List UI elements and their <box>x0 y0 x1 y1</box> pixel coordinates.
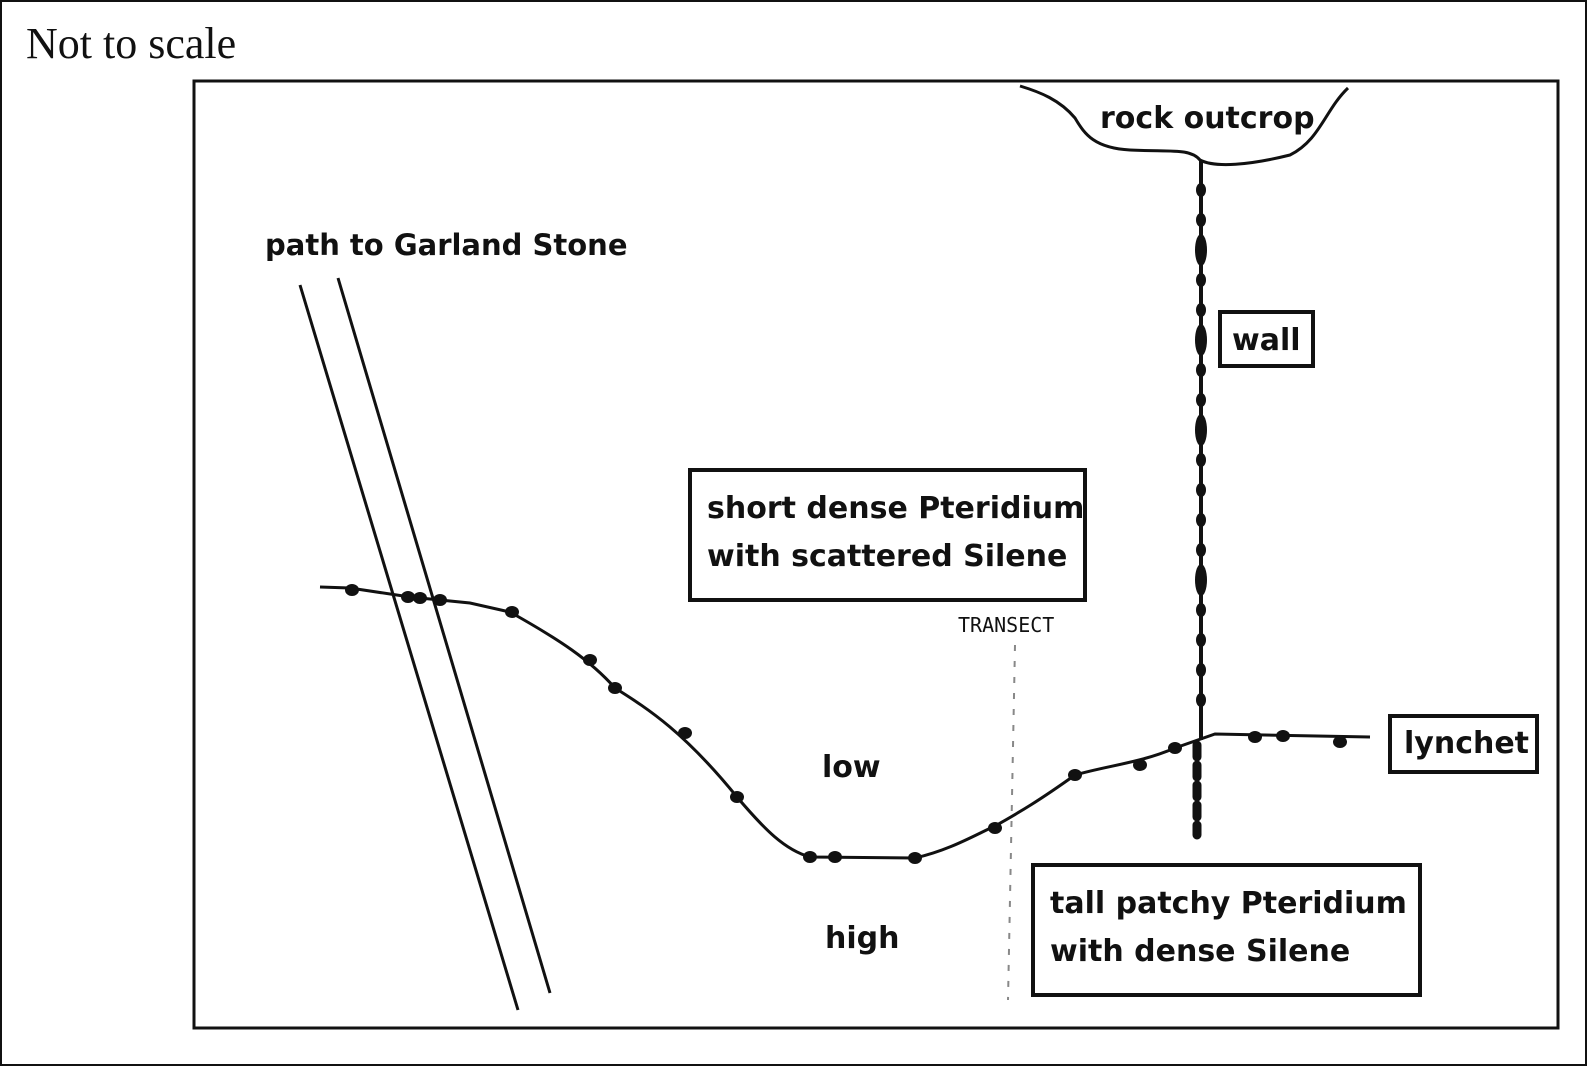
lynchet-marker <box>1168 742 1182 754</box>
lynchet-marker <box>401 591 415 603</box>
wall-stone <box>1195 414 1207 446</box>
lower-zone-box <box>1031 863 1422 997</box>
wall-stone <box>1196 663 1206 677</box>
wall-stone <box>1195 564 1207 596</box>
lynchet-marker <box>1248 731 1262 743</box>
lynchet-marker <box>803 851 817 863</box>
wall-label: wall <box>1232 323 1301 358</box>
wall-stone <box>1196 513 1206 527</box>
high-side-label: high <box>825 921 899 956</box>
map-frame <box>192 79 1560 1030</box>
lynchet-markers <box>345 584 1347 864</box>
wall-stone <box>1196 633 1206 647</box>
wall-stone <box>1196 303 1206 317</box>
wall-stone <box>1196 273 1206 287</box>
upper-zone-line-2: with scattered Silene <box>707 539 1067 574</box>
rock-outcrop-label: rock outcrop <box>1100 101 1315 136</box>
wall-stone <box>1196 213 1206 227</box>
upper-zone-box <box>688 468 1087 602</box>
lynchet-marker <box>608 682 622 694</box>
wall-stones <box>1195 183 1207 707</box>
rock-outcrop-outline <box>1019 84 1350 167</box>
lower-zone-line-1: tall patchy Pteridium <box>1050 886 1407 921</box>
lynchet-marker <box>678 727 692 739</box>
lynchet-label: lynchet <box>1404 726 1529 761</box>
lower-zone-line-2: with dense Silene <box>1050 934 1350 969</box>
wall-stone <box>1196 693 1206 707</box>
lynchet-marker <box>583 654 597 666</box>
transect-label: TRANSECT <box>958 613 1054 637</box>
wall-stone <box>1196 483 1206 497</box>
wall-stone <box>1196 363 1206 377</box>
path-edge-right <box>336 277 552 994</box>
scale-note: Not to scale <box>26 19 236 68</box>
lynchet-marker <box>413 592 427 604</box>
lynchet-marker <box>828 851 842 863</box>
transect-line <box>1007 644 1016 1001</box>
lynchet-marker <box>908 852 922 864</box>
wall-stone <box>1196 543 1206 557</box>
lynchet-marker <box>1068 769 1082 781</box>
lynchet-marker <box>1276 730 1290 742</box>
wall-label-box <box>1218 310 1315 368</box>
lynchet-marker <box>345 584 359 596</box>
lynchet-marker <box>433 594 447 606</box>
lynchet-marker <box>1133 759 1147 771</box>
wall-stone <box>1196 453 1206 467</box>
upper-zone-line-1: short dense Pteridium <box>707 491 1084 526</box>
lynchet-marker <box>988 822 1002 834</box>
lynchet-marker <box>505 606 519 618</box>
wall-stone <box>1195 234 1207 266</box>
path-edge-left <box>298 284 520 1011</box>
low-side-label: low <box>822 750 881 785</box>
lynchet-label-box <box>1388 714 1539 774</box>
wall-stone <box>1196 603 1206 617</box>
wall-stone <box>1196 183 1206 197</box>
lynchet-marker <box>730 791 744 803</box>
wall-stone <box>1196 393 1206 407</box>
lynchet-marker <box>1333 736 1347 748</box>
wall-stone <box>1195 324 1207 356</box>
path-label: path to Garland Stone <box>265 228 628 262</box>
